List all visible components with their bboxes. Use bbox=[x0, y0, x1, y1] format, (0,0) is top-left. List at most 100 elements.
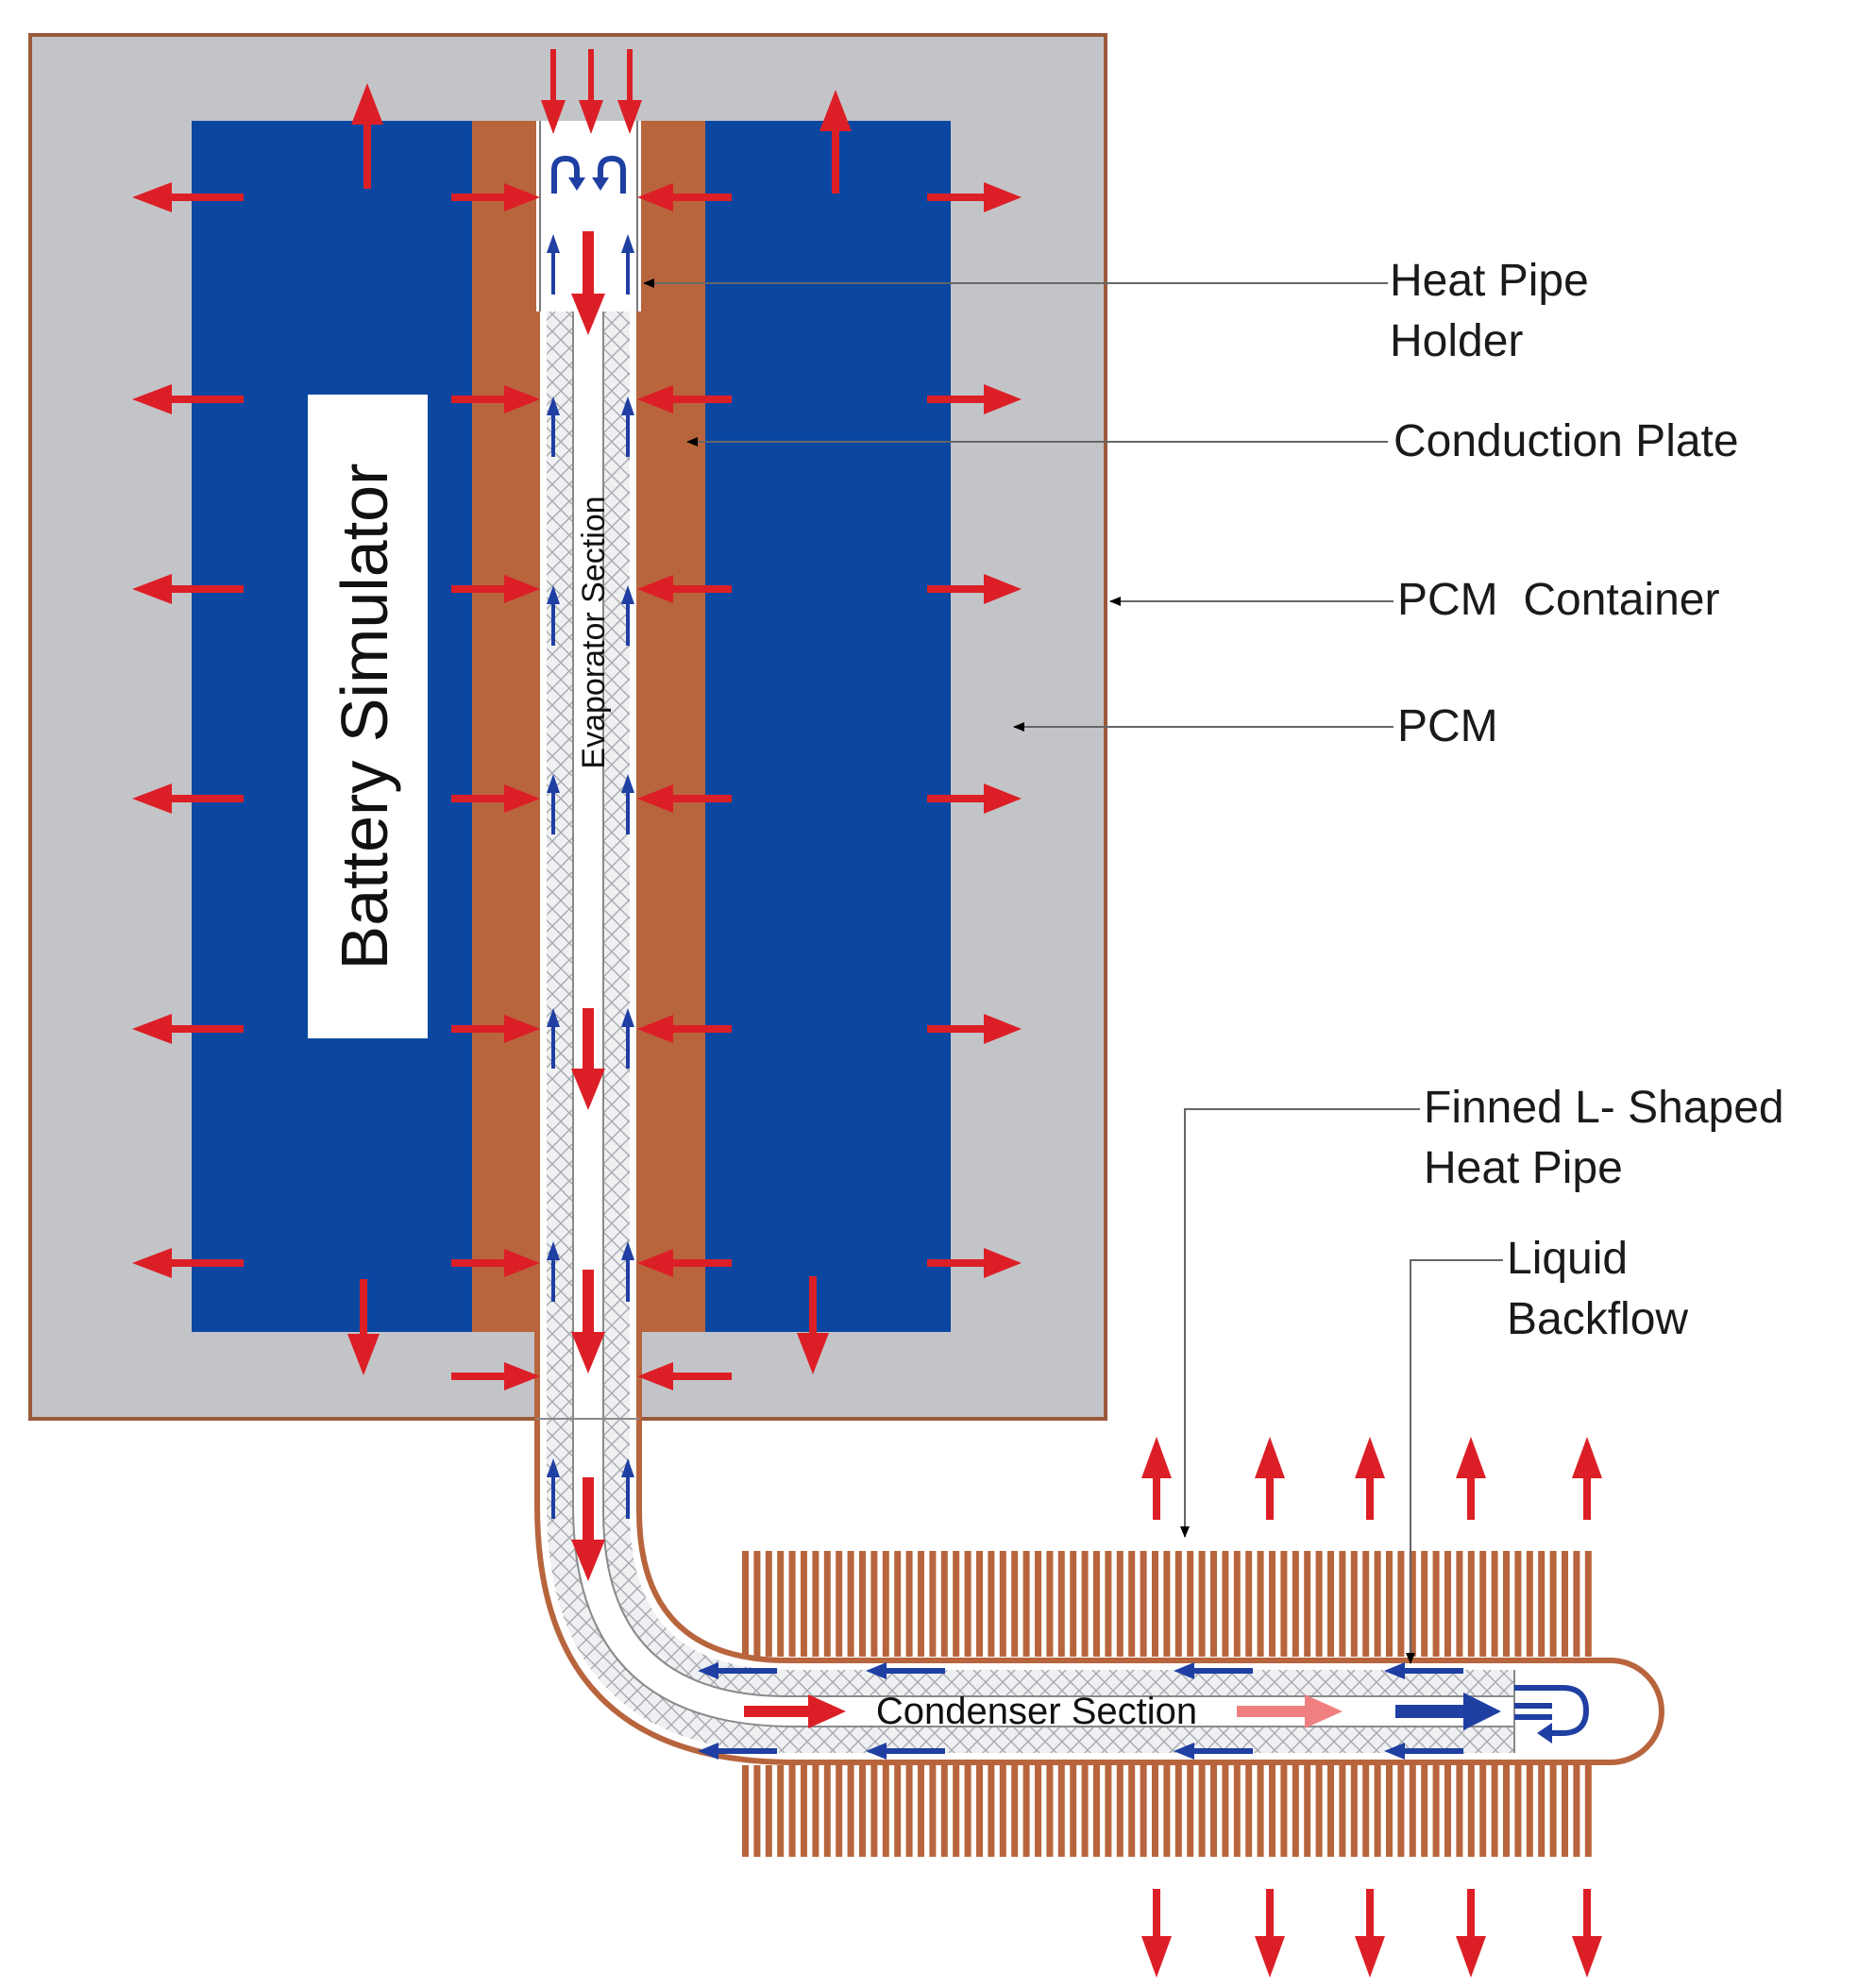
heat-arrow-in-left bbox=[451, 1249, 540, 1277]
fin bbox=[1456, 1765, 1463, 1857]
heat-arrow-out-left bbox=[132, 384, 244, 414]
fin bbox=[1514, 1551, 1522, 1657]
fin bbox=[1549, 1765, 1557, 1857]
heat-arrow-down bbox=[797, 1276, 829, 1374]
fin bbox=[1035, 1551, 1041, 1657]
fin bbox=[1198, 1551, 1206, 1657]
fin bbox=[1432, 1765, 1440, 1857]
fin bbox=[859, 1551, 866, 1657]
heat-arrow-out-left bbox=[132, 1014, 244, 1044]
fin bbox=[940, 1551, 948, 1657]
fin bbox=[859, 1765, 866, 1857]
fin bbox=[1128, 1765, 1136, 1857]
heat-arrow-inlet bbox=[579, 49, 603, 134]
liquid-arrow-up bbox=[547, 1241, 560, 1302]
fin bbox=[1374, 1551, 1381, 1657]
heat-arrow-fin-up bbox=[1572, 1437, 1602, 1520]
fin bbox=[988, 1765, 995, 1857]
fin bbox=[1105, 1765, 1112, 1857]
fin bbox=[1093, 1765, 1100, 1857]
battery-simulator-right bbox=[705, 121, 951, 1332]
fin bbox=[1409, 1765, 1416, 1857]
heat-arrow-up bbox=[351, 83, 383, 189]
vapor-arrow-down bbox=[571, 1477, 605, 1581]
vapor-arrow-down bbox=[571, 1270, 605, 1373]
fin bbox=[1022, 1551, 1030, 1657]
fin bbox=[836, 1551, 843, 1657]
fin bbox=[1046, 1765, 1054, 1857]
heat-arrow-fin-down bbox=[1456, 1889, 1486, 1978]
fin bbox=[1386, 1551, 1393, 1657]
liquid-arrow-left bbox=[1174, 1743, 1253, 1760]
fin bbox=[1350, 1765, 1358, 1857]
fin bbox=[1105, 1551, 1112, 1657]
heat-arrow-out-right bbox=[927, 182, 1022, 212]
liquid-arrow-left bbox=[866, 1662, 945, 1679]
fin bbox=[1514, 1765, 1522, 1857]
fin bbox=[1409, 1551, 1416, 1657]
fin bbox=[1421, 1765, 1428, 1857]
vapor-arrow-right bbox=[744, 1694, 846, 1728]
vapor-arrow-down bbox=[571, 1008, 605, 1110]
heat-arrow-out-left bbox=[132, 182, 244, 212]
heat-arrow-in-right bbox=[637, 385, 732, 413]
fin bbox=[870, 1765, 878, 1857]
fin bbox=[742, 1765, 749, 1857]
liquid-arrow-left bbox=[866, 1743, 945, 1760]
heat-arrow-down bbox=[347, 1279, 380, 1375]
heat-arrow-up bbox=[819, 90, 852, 194]
heat-arrow-out-left bbox=[132, 1248, 244, 1278]
fin bbox=[999, 1551, 1006, 1657]
condenser-section-label: Condenser Section bbox=[876, 1691, 1197, 1732]
fin bbox=[882, 1765, 889, 1857]
liquid-arrow-left bbox=[1174, 1662, 1253, 1679]
fin bbox=[1444, 1551, 1451, 1657]
fin bbox=[765, 1765, 772, 1857]
fin bbox=[1467, 1551, 1475, 1657]
fin bbox=[1174, 1765, 1182, 1857]
fin bbox=[1350, 1551, 1358, 1657]
fin bbox=[1070, 1551, 1077, 1657]
fin bbox=[1327, 1551, 1334, 1657]
fin bbox=[847, 1765, 854, 1857]
fin bbox=[836, 1765, 843, 1857]
fin bbox=[1491, 1765, 1498, 1857]
vapor-arrow-down bbox=[571, 231, 605, 335]
liquid-arrow-up bbox=[621, 585, 634, 646]
fin bbox=[940, 1765, 948, 1857]
liquid-arrow-left bbox=[1384, 1743, 1463, 1760]
fin bbox=[1035, 1765, 1041, 1857]
heat-arrow-out-left bbox=[132, 574, 244, 604]
condenser-turn-arrow bbox=[1514, 1685, 1590, 1736]
fin bbox=[1562, 1765, 1568, 1857]
fin bbox=[1491, 1551, 1498, 1657]
fin bbox=[1315, 1765, 1323, 1857]
callout-conduction-plate: Conduction Plate bbox=[1394, 416, 1739, 466]
fin bbox=[1210, 1551, 1217, 1657]
condenser-fins-bottom bbox=[742, 1765, 1592, 1857]
fin bbox=[1093, 1551, 1100, 1657]
fin bbox=[1397, 1765, 1405, 1857]
vapor-turn-arrow-left-head bbox=[568, 177, 585, 191]
vapor-turn-arrow-right bbox=[598, 155, 626, 194]
wick-layer-outer bbox=[547, 312, 1514, 1753]
fin bbox=[1187, 1551, 1194, 1657]
fin bbox=[1257, 1765, 1264, 1857]
liquid-arrow-up bbox=[621, 1458, 634, 1519]
liquid-arrow-up bbox=[621, 1008, 634, 1069]
fin bbox=[1116, 1765, 1123, 1857]
wick-layer-inner bbox=[603, 312, 1514, 1696]
fin bbox=[1503, 1765, 1510, 1857]
heat-arrow-inlet bbox=[541, 49, 566, 134]
fin bbox=[953, 1765, 960, 1857]
fin bbox=[1011, 1551, 1019, 1657]
fin bbox=[1187, 1765, 1194, 1857]
heat-arrow-out-left bbox=[132, 783, 244, 814]
fin bbox=[765, 1551, 772, 1657]
fin bbox=[1128, 1551, 1136, 1657]
fin bbox=[1362, 1551, 1370, 1657]
heat-arrow-out-right bbox=[927, 783, 1022, 814]
heat-arrow-fin-down bbox=[1572, 1889, 1602, 1978]
fin bbox=[1280, 1765, 1288, 1857]
